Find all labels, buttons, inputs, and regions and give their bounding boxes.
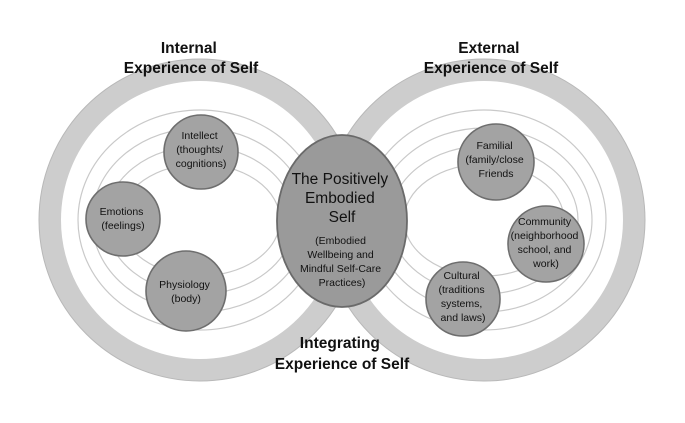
node-cultural: Cultural (traditions systems, and laws) xyxy=(425,261,501,337)
node-community: Community (neighborhood school, and work… xyxy=(507,205,585,283)
center-title: The Positively Embodied Self xyxy=(292,171,393,226)
node-familial-label: Familial (family/close Friends xyxy=(465,140,526,180)
node-physiology: Physiology (body) xyxy=(145,250,227,332)
node-physiology-label: Physiology (body) xyxy=(159,279,213,305)
node-familial: Familial (family/close Friends xyxy=(457,123,535,201)
heading-integrating: Integrating Experience of Self xyxy=(275,335,410,373)
node-emotions: Emotions (feelings) xyxy=(85,181,161,257)
node-cultural-label: Cultural (traditions systems, and laws) xyxy=(438,270,487,324)
center-node: The Positively Embodied Self (Embodied W… xyxy=(276,134,408,308)
node-intellect: Intellect (thoughts/ cognitions) xyxy=(163,114,239,190)
center-subtitle: (Embodied Wellbeing and Mindful Self-Car… xyxy=(300,235,384,289)
node-emotions-label: Emotions (feelings) xyxy=(100,206,147,232)
heading-internal: Internal Experience of Self xyxy=(124,40,259,77)
node-intellect-label: Intellect (thoughts/ cognitions) xyxy=(176,130,227,170)
heading-external: External Experience of Self xyxy=(424,40,559,77)
node-community-label: Community (neighborhood school, and work… xyxy=(511,216,582,270)
